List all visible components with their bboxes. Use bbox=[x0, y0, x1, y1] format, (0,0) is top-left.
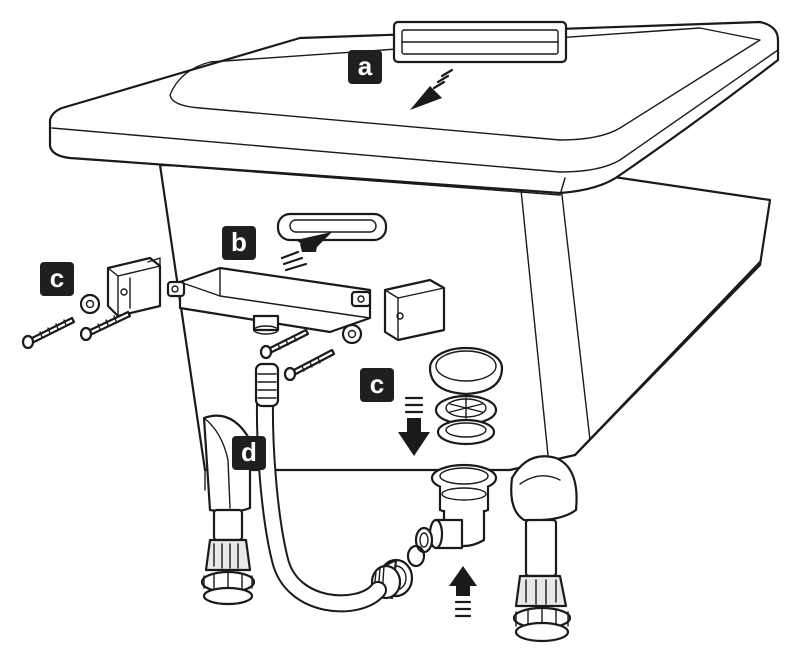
arrow-up-c-icon bbox=[449, 566, 477, 618]
callout-c-left-text: c bbox=[49, 263, 65, 293]
mixer-valve-body bbox=[166, 266, 372, 335]
tub-leg-right bbox=[510, 455, 578, 643]
waste-flange bbox=[414, 463, 498, 554]
washer-right bbox=[341, 323, 363, 345]
washer-left bbox=[79, 293, 101, 315]
callout-d-text: d bbox=[241, 437, 257, 467]
callout-a-text: a bbox=[357, 51, 373, 81]
overflow-cover-plate bbox=[392, 20, 568, 64]
callout-label-c-left: c bbox=[40, 262, 74, 296]
waste-hose bbox=[254, 362, 387, 613]
o-ring bbox=[406, 544, 426, 568]
overflow-slot bbox=[276, 212, 388, 242]
callout-label-b: b bbox=[222, 226, 256, 260]
callout-label-c-right: c bbox=[360, 368, 394, 402]
callout-c-right-text: c bbox=[369, 369, 385, 399]
pop-up-plug-cap bbox=[428, 346, 504, 404]
wall-bracket-right bbox=[383, 278, 446, 342]
arrow-down-a-icon bbox=[410, 68, 454, 110]
callout-label-d: d bbox=[232, 436, 266, 470]
screw-left-1 bbox=[21, 316, 76, 350]
arrow-up-b-icon bbox=[280, 232, 332, 272]
screw-left-2 bbox=[79, 310, 132, 342]
tub-leg-left bbox=[200, 414, 256, 606]
arrow-down-c-icon bbox=[398, 396, 430, 456]
callout-label-a: a bbox=[348, 50, 382, 84]
screw-right-2 bbox=[283, 348, 336, 382]
plug-mechanism bbox=[434, 394, 498, 446]
callout-b-text: b bbox=[231, 227, 247, 257]
wall-bracket-left bbox=[106, 256, 162, 318]
screw-right-1 bbox=[259, 328, 310, 360]
